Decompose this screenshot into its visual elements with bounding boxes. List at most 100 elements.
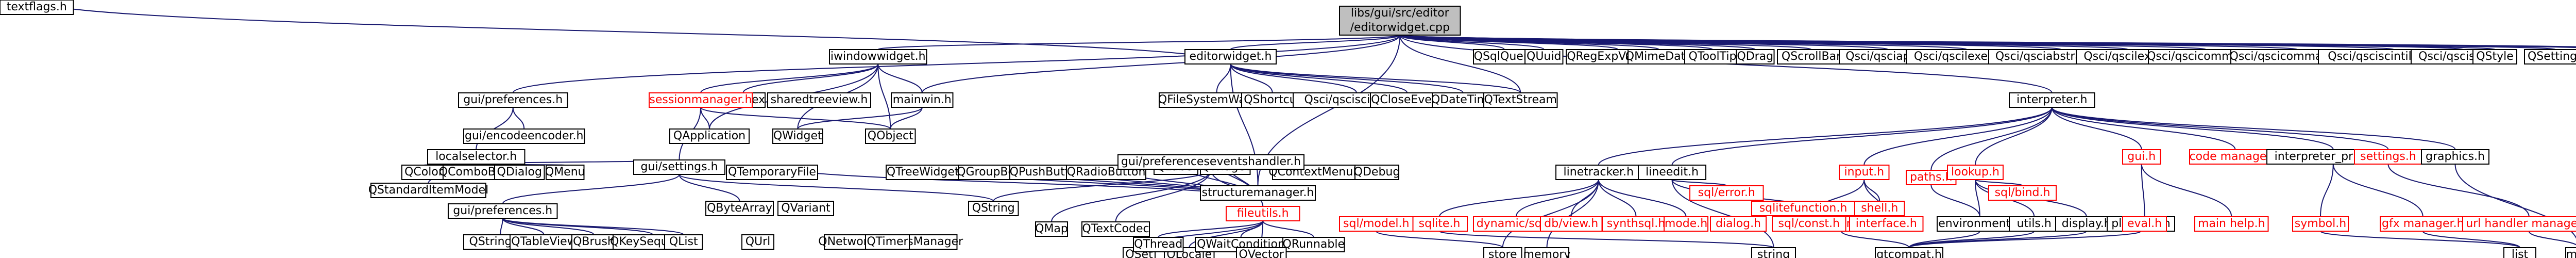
node-qobject[interactable]: QObject	[865, 128, 916, 144]
node-qvariant[interactable]: QVariant	[777, 201, 834, 216]
node-qstyle[interactable]: QStyle	[2472, 49, 2517, 64]
node-label: paths.h	[1910, 171, 1952, 184]
node-qbytearray[interactable]: QByteArray	[705, 201, 774, 216]
node-qtooltip[interactable]: QToolTip	[1684, 49, 1741, 64]
node-qlist[interactable]: QList	[664, 234, 703, 250]
node-label: gui/preferenceseventshandler.h	[1121, 155, 1301, 168]
node-structmgr[interactable]: structuremanager.h	[1200, 185, 1316, 201]
node-qtempfile[interactable]: QTemporaryFile	[726, 165, 818, 180]
node-utilsh[interactable]: utils.h	[2009, 216, 2060, 232]
node-guisettings[interactable]: gui/settings.h	[633, 159, 725, 175]
node-qdebug[interactable]: QDebug	[1354, 165, 1400, 180]
node-sinfo[interactable]: linetracker.h	[1555, 165, 1642, 180]
node-fileutils[interactable]: fileutils.h	[1226, 206, 1300, 221]
node-urlhandler[interactable]: url handler manager.h	[2462, 216, 2576, 232]
node-qsettings[interactable]: QSettings	[2524, 49, 2576, 64]
node-stringsh[interactable]: settings.h	[2354, 149, 2422, 165]
node-qwidget[interactable]: QWidget	[772, 128, 823, 144]
node-sqlite[interactable]: sqlite.h	[1411, 216, 1468, 232]
edge-guipref2-qbrush	[502, 218, 595, 235]
node-ssmgr[interactable]: sessionmanager.h	[649, 92, 753, 108]
edge-fileutils-qrunnable	[1262, 220, 1314, 238]
node-interfaceh[interactable]: interface.h	[1849, 216, 1924, 232]
node-sqlmodel[interactable]: sql/model.h	[1339, 216, 1414, 232]
node-qtreewidget[interactable]: QTreeWidget	[886, 165, 960, 180]
node-qmap[interactable]: QMap	[1035, 221, 1068, 237]
node-guipref2[interactable]: gui/preferences.h	[448, 203, 558, 219]
node-qdialog[interactable]: QDialog	[494, 165, 545, 180]
node-environment[interactable]: environment.h	[1937, 216, 2023, 232]
edge-interpreter-inputh	[1863, 107, 2053, 166]
edge-guiprefsext-qstring	[993, 169, 1212, 202]
node-gfxmgr[interactable]: gfx manager.h	[2380, 216, 2466, 232]
node-listh[interactable]: list	[2503, 247, 2536, 258]
node-symbolh[interactable]: symbol.h	[2292, 216, 2349, 232]
node-sqlitefunc[interactable]: sqlitefunction.h	[1751, 201, 1855, 216]
node-guih[interactable]: gui.h	[2122, 149, 2161, 165]
node-qstdmodel[interactable]: QStandardItemModel	[368, 183, 489, 198]
node-inputh[interactable]: input.h	[1839, 165, 1890, 180]
node-guiprefsext[interactable]: gui/preferenceseventshandler.h	[1117, 154, 1304, 170]
edge-root-uuid	[1399, 35, 1545, 50]
node-store[interactable]: store	[1483, 247, 1522, 258]
node-mainhelp[interactable]: main help.h	[2194, 216, 2269, 232]
node-box	[669, 128, 750, 144]
edge-platformh-qtcompat	[1908, 231, 2142, 248]
node-qrunnable[interactable]: QRunnable	[1282, 237, 1345, 252]
node-label: iwindowwidget.h	[831, 50, 926, 63]
node-guipref[interactable]: gui/preferences.h	[458, 92, 568, 108]
node-sql_bind[interactable]: sql/bind.h	[1988, 185, 2057, 201]
node-box	[1777, 49, 1845, 64]
node-qurl[interactable]: QUrl	[741, 234, 774, 250]
node-qtableview[interactable]: QTableView	[510, 234, 578, 250]
node-mode[interactable]: mode.h	[1664, 216, 1708, 232]
node-qapp[interactable]: QApplication	[669, 128, 750, 144]
node-qtcompat[interactable]: qtcompat.h	[1875, 247, 1943, 258]
node-localsel[interactable]: localselector.h	[427, 149, 526, 165]
node-qtimer[interactable]: QTimer	[865, 234, 910, 250]
node-box	[1524, 49, 1564, 64]
node-dialogh[interactable]: dialog.h	[1710, 216, 1767, 232]
node-ewidget[interactable]: editorwidget.h	[1184, 49, 1277, 64]
node-qcolor[interactable]: QColor	[401, 165, 446, 180]
node-memory[interactable]: memory	[1523, 247, 1571, 258]
node-maph[interactable]: map	[2565, 247, 2576, 258]
node-shellh[interactable]: shell.h	[1854, 201, 1905, 216]
node-guiencode[interactable]: gui/encodeencoder.h	[463, 128, 585, 144]
node-qradio[interactable]: QRadioButton	[1066, 165, 1146, 180]
node-sqlerr[interactable]: sql/error.h	[1689, 185, 1764, 201]
node-qthread[interactable]: QThread	[1133, 237, 1184, 252]
node-box	[2122, 216, 2167, 232]
node-stringh[interactable]: string	[1751, 247, 1796, 258]
node-qtextstream[interactable]: QTextStream	[1483, 92, 1558, 108]
edge-interpriv-symbolh	[2320, 164, 2334, 217]
node-uuid[interactable]: QUuid	[1524, 49, 1564, 64]
node-dbview[interactable]: db/view.h	[1540, 216, 1603, 232]
node-qbrush[interactable]: QBrush	[571, 234, 616, 250]
node-qmimedata[interactable]: QMimeData	[1625, 49, 1692, 64]
node-graphicsh[interactable]: graphics.h	[2421, 149, 2489, 165]
node-qmenu[interactable]: QMenu	[545, 165, 585, 180]
node-qstring[interactable]: QString	[968, 201, 1019, 216]
node-label: QTextStream	[1484, 93, 1557, 106]
node-box	[0, 0, 74, 15]
node-mainwin[interactable]: mainwin.h	[891, 92, 954, 108]
node-label: QColor	[404, 166, 444, 179]
node-qdrag[interactable]: QDrag	[1736, 49, 1775, 64]
node-box	[1354, 165, 1399, 180]
node-qscrollbar[interactable]: QScrollBar	[1777, 49, 1845, 64]
node-qvector[interactable]: QVector	[1236, 247, 1287, 258]
node-lineedit[interactable]: lineedit.h	[1638, 165, 1706, 180]
node-qtextcodec[interactable]: QTextCodec	[1081, 221, 1150, 237]
node-label: interface.h	[1856, 217, 1917, 230]
node-lookuph[interactable]: lookup.h	[1947, 165, 2004, 180]
node-wflags[interactable]: textflags.h	[0, 0, 74, 15]
node-synthsql[interactable]: synthsql.h	[1602, 216, 1670, 232]
node-sharedtr[interactable]: sharedtreeview.h	[767, 92, 871, 108]
node-root[interactable]: libs/gui/src/editor/editorwidget.cpp	[1339, 6, 1461, 36]
node-sql_const[interactable]: sql/const.h	[1772, 216, 1846, 232]
node-iwidget[interactable]: iwindowwidget.h	[829, 49, 927, 64]
node-interpreter[interactable]: interpreter.h	[2009, 92, 2095, 108]
edge-ssmgr-qobject	[700, 107, 891, 130]
node-evalh[interactable]: eval.h	[2122, 216, 2167, 232]
